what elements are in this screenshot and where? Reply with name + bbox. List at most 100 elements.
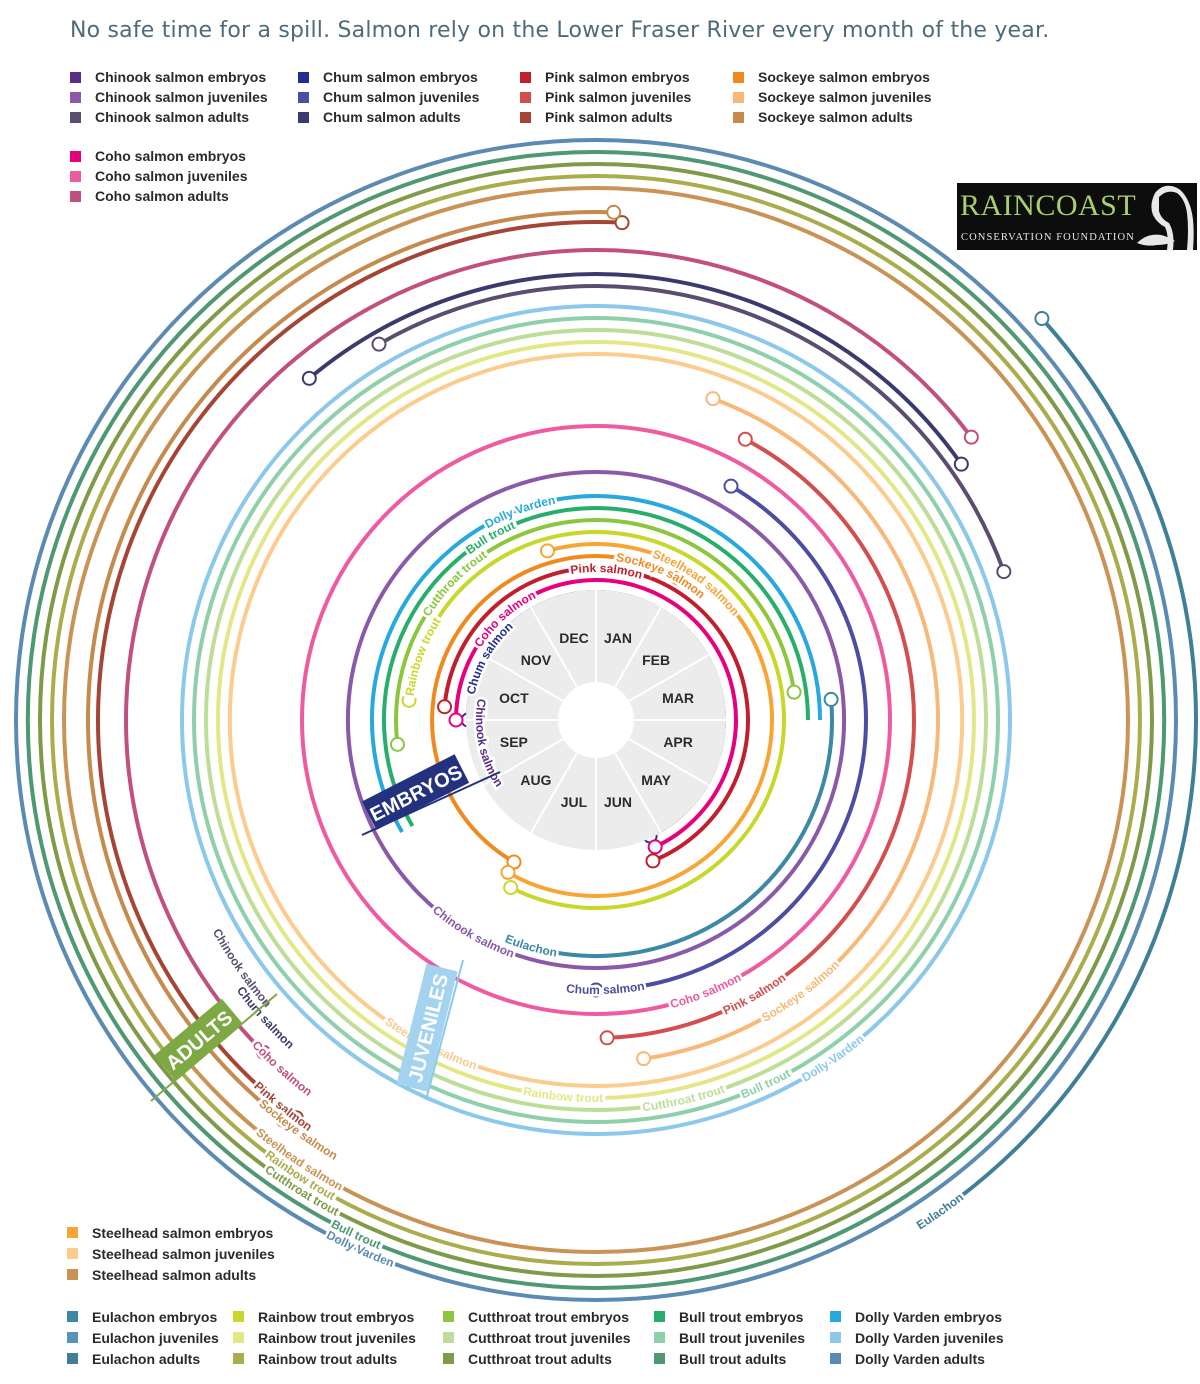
ring-arc-juveniles: [228, 352, 964, 1089]
legend-swatch: [733, 91, 744, 103]
legend-swatch: [70, 91, 81, 103]
arc-start-marker: [371, 336, 387, 352]
logo-name: RAINCOAST: [960, 189, 1137, 222]
month-label: MAR: [662, 690, 694, 706]
arc-end-marker: [599, 1030, 615, 1046]
legend-label: Steelhead salmon adults: [92, 1266, 257, 1283]
ring-arc-embryos: [442, 566, 750, 863]
arc-end-marker: [500, 864, 516, 880]
legend-item: Sockeye salmon juveniles: [733, 87, 932, 107]
ring-arc-embryos: [430, 554, 679, 864]
legend-item: Sockeye salmon embryos: [733, 67, 932, 87]
legend-swatch: [654, 1332, 665, 1343]
legend-label: Dolly Varden adults: [855, 1350, 985, 1367]
legend-label: Coho salmon juveniles: [95, 168, 248, 184]
embryos-banner-bg: [361, 754, 470, 830]
arc-start-marker: [1034, 311, 1050, 327]
legend-label: Pink salmon adults: [545, 109, 673, 125]
arc-label-text: Chum salmon: [566, 979, 646, 997]
legend-swatch: [67, 1227, 78, 1238]
ring-arc-adults: [38, 162, 1154, 1279]
legend-label: Rainbow trout adults: [258, 1350, 398, 1367]
arc-end-marker: [786, 684, 802, 700]
ring-arc-adults: [50, 174, 1142, 1267]
month-dial-hole: [558, 682, 634, 758]
legend-item: Chum salmon embryos: [298, 67, 479, 87]
month-label: JAN: [604, 630, 632, 646]
arc-start-marker: [539, 543, 555, 559]
legend-swatch: [654, 1353, 665, 1364]
legend-item: Coho salmon embryos: [70, 146, 247, 166]
arc-start-marker: [705, 391, 721, 407]
legend-label: Pink salmon embryos: [545, 69, 690, 85]
arc-start-marker: [301, 370, 317, 386]
month-divider: [628, 738, 710, 786]
legend-item: Bull trout juveniles: [654, 1327, 805, 1348]
legend-item: Eulachon adults: [67, 1348, 219, 1369]
legend-item: Eulachon embryos: [67, 1306, 219, 1327]
month-divider: [530, 752, 578, 834]
ring-arc-adults: [96, 220, 623, 1120]
legend-item: Bull trout embryos: [654, 1306, 805, 1327]
arc-end-marker: [670, 570, 686, 586]
raincoast-logo[interactable]: RAINCOAST CONSERVATION FOUNDATION: [957, 183, 1197, 250]
ring-arc-adults: [62, 186, 1130, 1255]
legend-item: Rainbow trout embryos: [233, 1306, 416, 1327]
adults-banner-bg: [154, 998, 243, 1080]
legend-item: Cutthroat trout embryos: [443, 1306, 631, 1327]
legend-swatch: [443, 1332, 454, 1343]
legend-swatch: [67, 1248, 78, 1259]
legend-swatch: [67, 1269, 78, 1280]
legend-swatch: [830, 1332, 841, 1343]
legend-label: Steelhead salmon juveniles: [92, 1245, 275, 1262]
legend-swatch: [67, 1311, 78, 1322]
ring-arc-embryos: [507, 542, 774, 898]
ring-arc-juveniles: [534, 699, 834, 958]
arc-label: Chinook salmon: [430, 903, 516, 961]
juveniles-banner-bg: [396, 963, 458, 1092]
legend-label: Chinook salmon embryos: [95, 69, 267, 85]
legend-label: Chum salmon embryos: [323, 69, 478, 85]
ring-arc-embryos: [454, 578, 738, 849]
legend-label: Cutthroat trout embryos: [468, 1308, 629, 1325]
legend-swatch: [70, 150, 81, 162]
legend-item: Chum salmon adults: [298, 107, 479, 127]
ring-arc-embryos: [382, 506, 810, 827]
arc-label: Dolly Varden: [799, 1032, 866, 1085]
legend-swatch: [67, 1332, 78, 1343]
legend-item: Pink salmon embryos: [520, 67, 691, 87]
ring-arc-embryos: [407, 530, 786, 910]
legend-item: Rainbow trout juveniles: [233, 1327, 416, 1348]
legend-label: Chinook salmon adults: [95, 109, 250, 125]
month-dividers: [466, 590, 726, 850]
ring-arc-adults: [308, 272, 963, 466]
legend-swatch: [443, 1353, 454, 1364]
ring-arc-adults: [26, 150, 1166, 1291]
month-divider: [482, 738, 564, 786]
month-label: JUL: [561, 794, 588, 810]
legend-top-col-2: Chum salmon embryos Chum salmon juvenile…: [298, 67, 479, 127]
arc-end-marker: [588, 982, 604, 998]
ring-arc-embryos: [394, 518, 797, 745]
ring-arc-adults: [955, 317, 1198, 1201]
arc-start-marker: [823, 691, 839, 707]
ring-arc-juveniles: [192, 316, 1000, 1125]
month-divider: [530, 606, 578, 688]
legend-swatch: [70, 111, 81, 123]
legend-steelhead: Steelhead salmon embryos Steelhead salmo…: [67, 1222, 275, 1285]
month-label: FEB: [642, 652, 670, 668]
legend-swatch: [70, 71, 81, 83]
arc-start-marker: [723, 478, 739, 494]
legend-item: Bull trout adults: [654, 1348, 805, 1369]
month-divider: [614, 606, 662, 688]
legend-label: Rainbow trout juveniles: [258, 1329, 416, 1346]
legend-item: Chinook salmon adults: [70, 107, 268, 127]
arc-label: Chum salmon: [566, 979, 646, 997]
adults-banner: ADULTS: [154, 998, 243, 1080]
arc-end-marker: [614, 215, 630, 231]
arc-end-marker: [996, 564, 1012, 580]
legend-swatch: [70, 170, 81, 182]
legend-label: Pink salmon juveniles: [545, 89, 692, 105]
